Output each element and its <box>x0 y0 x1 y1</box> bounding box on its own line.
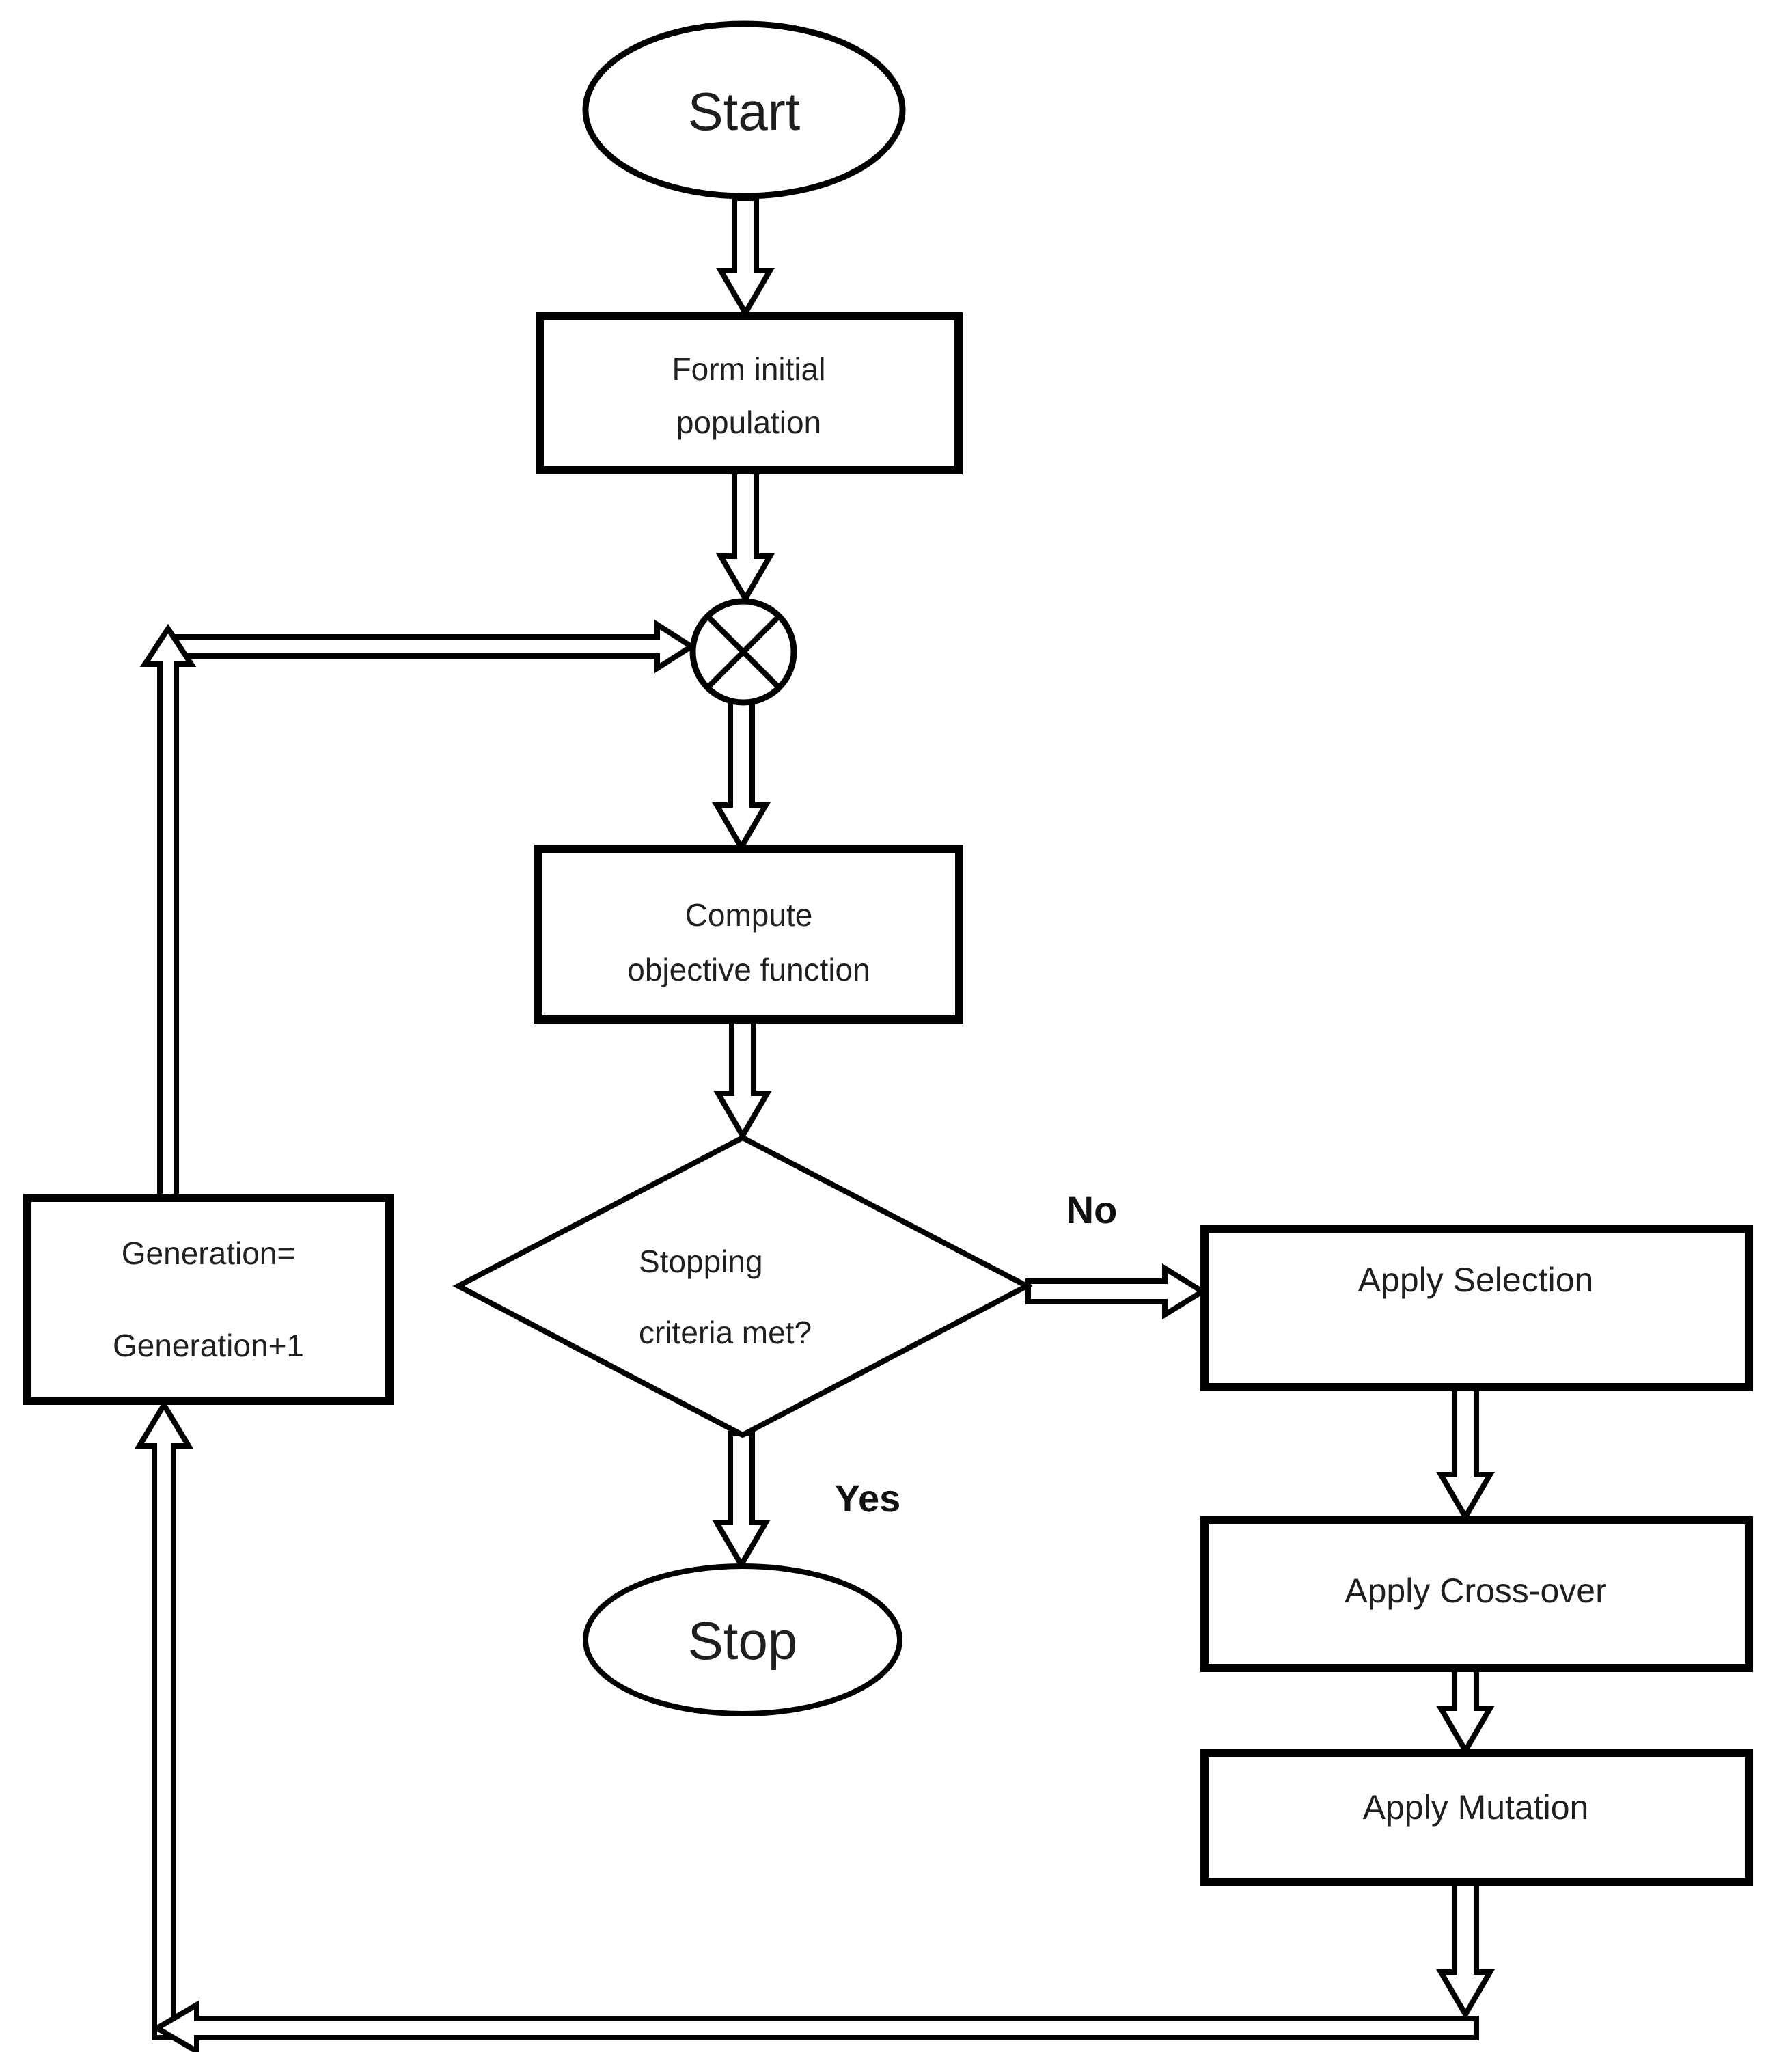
apply-selection-label: Apply Selection <box>1358 1261 1594 1299</box>
generation-label-line1: Generation= <box>122 1235 295 1271</box>
form-initial-population-node <box>536 312 963 474</box>
arrow-yes-decision-to-stop <box>712 1431 771 1570</box>
arrow-form-to-junction <box>716 469 775 604</box>
compute-label-line1: Compute <box>685 897 813 933</box>
start-node <box>582 20 906 200</box>
arrow-start-to-form <box>716 195 775 318</box>
compute-label-line2: objective function <box>627 952 870 987</box>
apply-selection-node <box>1200 1225 1753 1391</box>
arrow-no-decision-to-selection <box>1025 1263 1208 1320</box>
arrow-generation-to-corner <box>139 623 197 1202</box>
form-initial-label-line1: Form initial <box>672 351 826 387</box>
arrow-crossover-to-mutation <box>1436 1667 1495 1756</box>
generation-increment-node <box>23 1194 394 1405</box>
stopping-criteria-decision-node <box>452 1134 1033 1438</box>
apply-mutation-node <box>1200 1749 1753 1886</box>
no-branch-label: No <box>1066 1188 1118 1231</box>
start-label: Start <box>688 81 801 141</box>
stop-label: Stop <box>688 1611 797 1671</box>
arrow-mutation-to-loop <box>1436 1880 1495 2020</box>
arrow-junction-to-compute <box>712 698 771 853</box>
apply-mutation-label: Apply Mutation <box>1363 1788 1589 1827</box>
arrow-loop-to-junction <box>161 619 697 674</box>
yes-branch-label: Yes <box>835 1477 901 1520</box>
decision-label-line2: criteria met? <box>639 1315 812 1350</box>
compute-objective-node <box>534 845 963 1024</box>
arrow-selection-to-crossover <box>1436 1386 1495 1522</box>
generation-label-line2: Generation+1 <box>113 1328 304 1363</box>
apply-crossover-label: Apply Cross-over <box>1345 1572 1606 1610</box>
stop-node <box>583 1563 902 1716</box>
arrow-bottom-loop-left <box>152 2000 1479 2052</box>
junction-x-line-2 <box>706 614 781 689</box>
form-initial-label-line2: population <box>676 405 821 440</box>
apply-crossover-node <box>1200 1516 1753 1672</box>
arrow-loop-to-generation <box>134 1399 194 2040</box>
decision-label-line1: Stopping <box>639 1244 763 1279</box>
arrow-compute-to-decision <box>713 1015 772 1141</box>
